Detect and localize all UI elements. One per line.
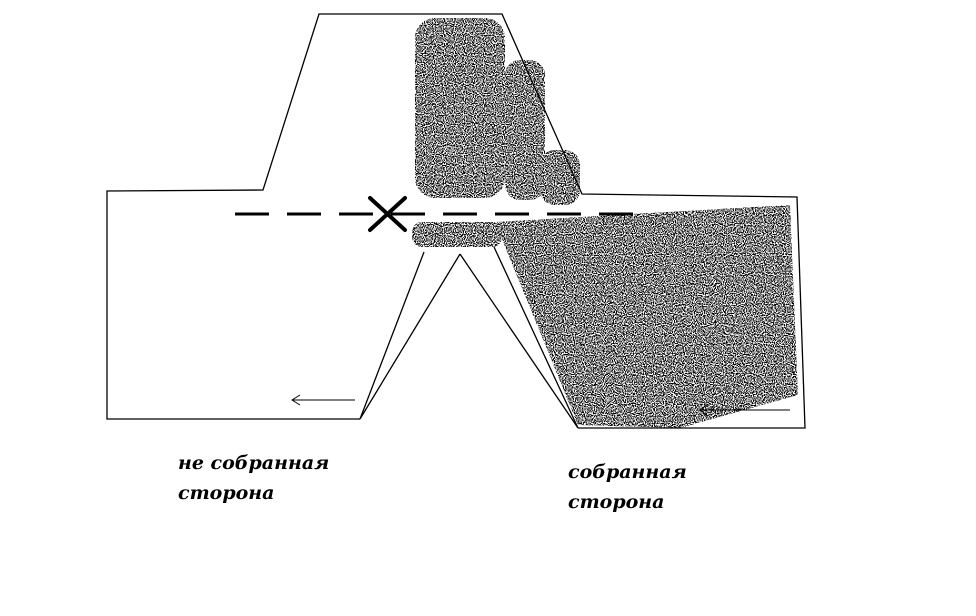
label-line: не собранная [178, 452, 330, 474]
arrow-left-icon [291, 394, 355, 406]
label-line: сторона [568, 491, 665, 513]
fold-line-3 [459, 253, 579, 429]
fold-line-4 [493, 246, 579, 429]
outline [106, 13, 806, 429]
outline-top [106, 13, 806, 429]
label-line: собранная [568, 461, 687, 483]
cross-mark-icon [368, 196, 407, 232]
unassembled-side-label: не собранная сторона [178, 448, 329, 508]
assembled-side-label: собранная сторона [568, 457, 687, 517]
fold-line-2 [359, 253, 461, 420]
stippled-assembled-area [412, 18, 798, 428]
label-line: сторона [178, 482, 275, 504]
fold-line-1 [359, 251, 425, 420]
arrow-left-icon [699, 403, 790, 417]
